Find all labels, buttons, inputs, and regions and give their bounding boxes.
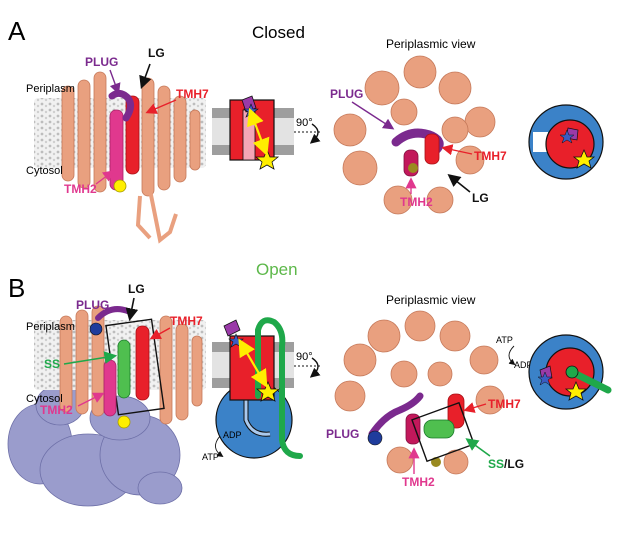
tmh7-arrow-b (149, 327, 171, 340)
atp-label-2: ATP (496, 335, 513, 345)
plug-shape-b (223, 319, 241, 337)
view-tmh7-arrow (441, 144, 473, 156)
channel-pink-core (242, 109, 256, 161)
closed-schematic (212, 95, 294, 170)
panel-b-state-title: Open (256, 260, 298, 279)
panel-b-letter: B (8, 273, 25, 303)
salmon-helix-bundle-b (59, 305, 203, 425)
view-plug-label-b: PLUG (326, 427, 359, 441)
cytosol-label-b: Cytosol (26, 393, 63, 405)
tmh7-helix-b (135, 325, 150, 401)
atp-adp-arrow-2 (508, 345, 516, 366)
rotate-arrow (309, 123, 321, 144)
tmh7-label-b: TMH7 (170, 314, 203, 328)
periplasmic-view-structure (333, 55, 496, 215)
view-tmh2-label: TMH2 (400, 195, 433, 209)
view-tmh2-b (405, 413, 421, 445)
adp-label: ADP (223, 430, 242, 440)
periplasmic-view-title-b: Periplasmic view (386, 293, 476, 307)
tmh2-helix-b (103, 359, 117, 417)
tmh2-arrow-b (77, 392, 105, 407)
adp-atp-arrow (215, 435, 224, 457)
view-tmh7-label-b: TMH7 (488, 397, 521, 411)
view-plug-arrow (351, 101, 395, 130)
view-ss-lg-separator: / (504, 457, 508, 471)
view-tmh7-arrow-b (463, 402, 487, 413)
view-plug-label: PLUG (330, 87, 363, 101)
panel-b-side-structure (34, 305, 206, 429)
panel-b: B Open (7, 260, 612, 507)
panel-a-state-title: Closed (252, 23, 305, 42)
green-ss-strand (255, 317, 303, 459)
yellow-path-arrow (247, 107, 270, 157)
cytosol-label: Cytosol (26, 165, 63, 177)
view-ss-lg-label: SS/LG (488, 457, 524, 471)
view-lg-label-b: LG (507, 457, 524, 471)
plug-label: PLUG (85, 55, 118, 69)
rotate-label-b: 90° (296, 351, 313, 363)
view-tmh7-label: TMH7 (474, 149, 507, 163)
view-lg-label: LG (472, 191, 489, 205)
periplasmic-view-title: Periplasmic view (386, 37, 476, 51)
periplasm-label: Periplasm (26, 83, 75, 95)
periplasmic-view-structure-b (334, 310, 505, 475)
panel-a: A Closed Periplasm Cytosol PLU (8, 16, 604, 244)
ss-helix (117, 339, 131, 399)
rotate-arrow-b (309, 357, 321, 378)
lg-label: LG (148, 46, 165, 60)
yellow-sphere (113, 179, 127, 193)
adp-label-2: ADP (514, 360, 533, 370)
view-blue-sphere (367, 430, 383, 446)
lg-label-b: LG (128, 282, 145, 296)
open-schematic (212, 317, 303, 459)
blue-sphere (89, 322, 103, 336)
tmh2-label: TMH2 (64, 182, 97, 196)
atp-label: ATP (202, 452, 219, 462)
view-tmh2-label-b: TMH2 (402, 475, 435, 489)
periplasm-label-b: Periplasm (26, 321, 75, 333)
view-lg-arrow (447, 174, 471, 193)
lg-arrow-b (125, 297, 139, 322)
tmh7-label: TMH7 (176, 87, 209, 101)
yellow-path-arrow-b (238, 338, 268, 388)
panel-a-side-structure (34, 71, 206, 244)
ss-arrow (63, 351, 118, 365)
tmh2-arrow (95, 170, 115, 185)
tmh2-helix (109, 109, 124, 191)
plug-label-b: PLUG (76, 298, 109, 312)
tmh2-label-b: TMH2 (40, 403, 73, 417)
yellow-sphere-b (117, 415, 131, 429)
plug-arrow (109, 69, 121, 95)
open-topdown-schematic (528, 334, 612, 410)
closed-topdown-schematic (528, 104, 604, 180)
tmh7-arrow (145, 99, 177, 114)
view-ss-box (411, 401, 475, 463)
rotate-label: 90° (296, 117, 313, 129)
star-yellow-b (255, 380, 281, 402)
view-ss-label: SS (488, 457, 504, 471)
view-ss-lg-arrow (465, 438, 491, 457)
view-ss-helix (423, 419, 455, 439)
star-yellow (254, 148, 280, 170)
view-yellow-sphere (408, 163, 418, 173)
lg-arrow (139, 63, 152, 90)
salmon-helix-bundle (61, 71, 201, 244)
panel-a-letter: A (8, 16, 26, 46)
ss-label: SS (44, 357, 60, 371)
view-plug-shape-b (368, 392, 424, 438)
view-tmh7 (424, 133, 440, 165)
motor-channel-inner (244, 388, 271, 436)
